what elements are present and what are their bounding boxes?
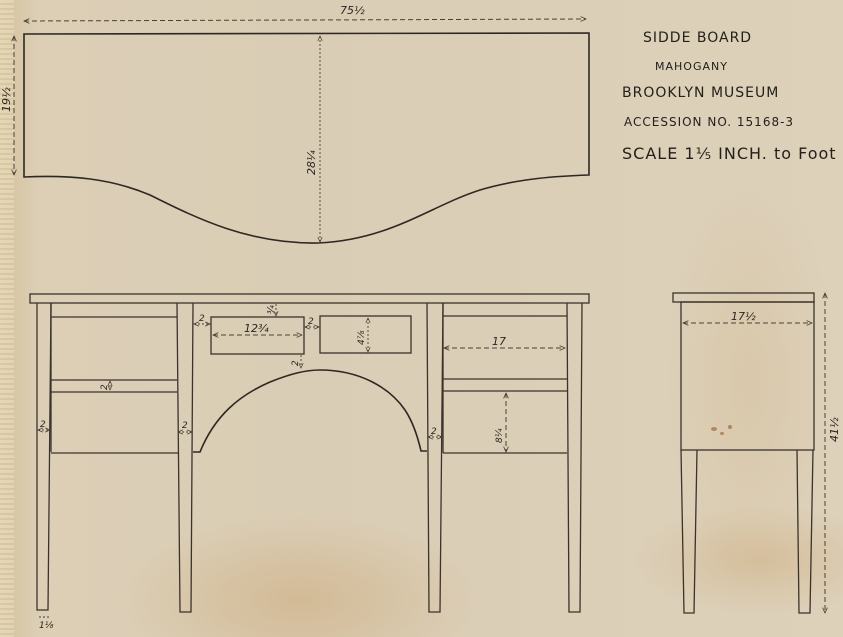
- small-drawer-height-label: 4⅞: [357, 330, 367, 345]
- width-dimension-line: [24, 19, 586, 21]
- top-width-label: 75½: [340, 4, 365, 17]
- side-top-board: [672, 292, 815, 303]
- center-drawer-width-label: 12¾: [244, 322, 269, 335]
- side-case: [680, 301, 815, 451]
- side-drawer-width-label: 17: [492, 335, 506, 348]
- side-depth-label: 17½: [731, 310, 756, 323]
- right-outer-leg: [566, 302, 583, 613]
- lower-drawer-height-label: 8¼: [495, 428, 505, 443]
- left-stile-label: 2: [199, 314, 205, 324]
- paper-stain: [720, 432, 724, 435]
- end-depth-label: 19½: [0, 87, 13, 112]
- left-outer-leg: [36, 302, 52, 611]
- inner-right-leg-label: 2: [431, 427, 437, 437]
- center-right-drawer: [319, 315, 412, 354]
- top-rail-label: ¾: [267, 305, 277, 314]
- drawer-gap-label: 2: [308, 317, 314, 327]
- front-top-board: [29, 293, 590, 304]
- top-view: 75½ 19½ 28¼: [0, 4, 590, 244]
- front-view: ¾ 2 2 12¾ 4⅞ 2 17 2 8¼: [29, 293, 590, 631]
- accession-label: ACCESSION NO. 15168-3: [624, 115, 795, 129]
- inner-left-leg-label: 2: [182, 421, 188, 431]
- paper-edge: [0, 0, 14, 637]
- side-view: 17½ 41½: [672, 292, 841, 614]
- left-inner-leg: [176, 302, 194, 613]
- museum-label: BROOKLYN MUSEUM: [622, 85, 780, 101]
- leg-foot-label: 1⅛: [39, 621, 54, 631]
- drawing-title: SIDDE BOARD: [643, 30, 753, 46]
- center-arch: [193, 369, 427, 453]
- side-back-leg: [796, 449, 814, 614]
- left-leg-width-label: 2: [40, 420, 46, 430]
- material-label: MAHOGANY: [655, 60, 728, 73]
- under-drawer-rail-label: 2: [291, 360, 301, 366]
- scale-label: SCALE 1⅕ INCH. to Foot: [622, 144, 837, 163]
- paper-stain: [728, 425, 732, 429]
- serpentine-top-outline: [23, 32, 590, 244]
- paper-stain: [711, 427, 717, 431]
- side-front-leg: [680, 449, 698, 614]
- side-height-label: 41½: [828, 417, 841, 442]
- center-left-drawer: [210, 316, 305, 355]
- side-rail-label: 2: [100, 384, 110, 390]
- right-inner-leg: [426, 302, 444, 613]
- center-depth-label: 28¼: [305, 150, 318, 175]
